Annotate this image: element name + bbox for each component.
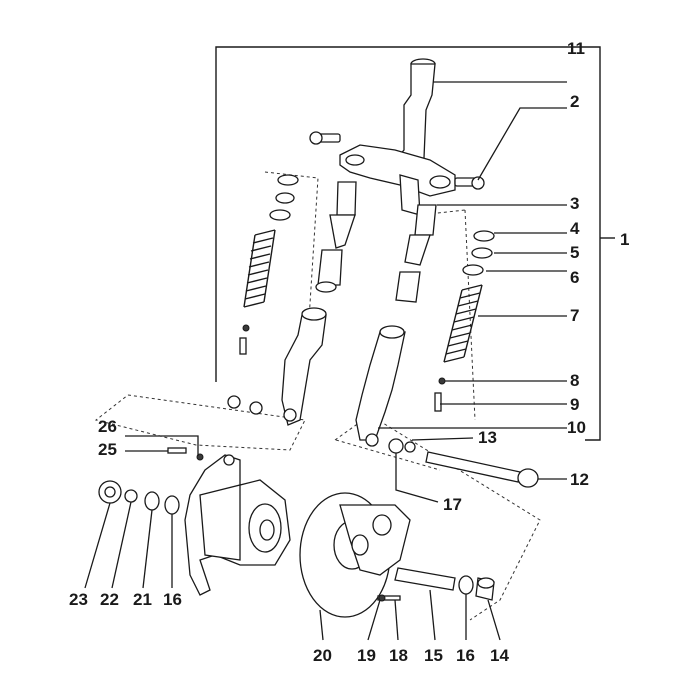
callout-4: 4 bbox=[570, 219, 580, 238]
hub-fasteners bbox=[98, 447, 204, 515]
callout-13: 13 bbox=[478, 428, 497, 447]
callout-6: 6 bbox=[570, 268, 579, 287]
axle-bolt bbox=[425, 451, 539, 488]
callout-labels: 11 2 3 4 5 6 7 1 8 9 10 13 12 17 26 25 2… bbox=[69, 39, 629, 665]
callout-11: 11 bbox=[567, 39, 585, 58]
callout-14: 14 bbox=[490, 646, 509, 665]
right-fork-leg bbox=[355, 204, 437, 447]
leader-lines bbox=[84, 81, 567, 641]
left-spring bbox=[239, 174, 299, 355]
right-axle-parts bbox=[377, 567, 495, 602]
callout-21: 21 bbox=[133, 590, 152, 609]
callout-1: 1 bbox=[620, 230, 629, 249]
callout-16b: 16 bbox=[456, 646, 475, 665]
callout-15: 15 bbox=[424, 646, 443, 665]
callout-2: 2 bbox=[570, 92, 579, 111]
callout-17: 17 bbox=[443, 495, 462, 514]
left-fork-leg bbox=[281, 181, 357, 426]
callout-26: 26 bbox=[98, 417, 117, 436]
callout-19: 19 bbox=[357, 646, 376, 665]
brake-disc bbox=[299, 492, 411, 618]
callout-23: 23 bbox=[69, 590, 88, 609]
right-spring bbox=[434, 230, 495, 412]
callout-5: 5 bbox=[570, 243, 579, 262]
callout-18: 18 bbox=[389, 646, 408, 665]
wheel-hub bbox=[184, 454, 291, 596]
steering-stem bbox=[309, 58, 485, 216]
callout-10: 10 bbox=[567, 418, 586, 437]
callout-7: 7 bbox=[570, 306, 579, 325]
callout-12: 12 bbox=[570, 470, 589, 489]
small-washers-left bbox=[227, 395, 416, 454]
callout-3: 3 bbox=[570, 194, 579, 213]
assembly-frame bbox=[215, 46, 615, 441]
callout-25: 25 bbox=[98, 440, 117, 459]
callout-20: 20 bbox=[313, 646, 332, 665]
callout-8: 8 bbox=[570, 371, 579, 390]
callout-16a: 16 bbox=[163, 590, 182, 609]
callout-9: 9 bbox=[570, 395, 579, 414]
callout-22: 22 bbox=[100, 590, 119, 609]
